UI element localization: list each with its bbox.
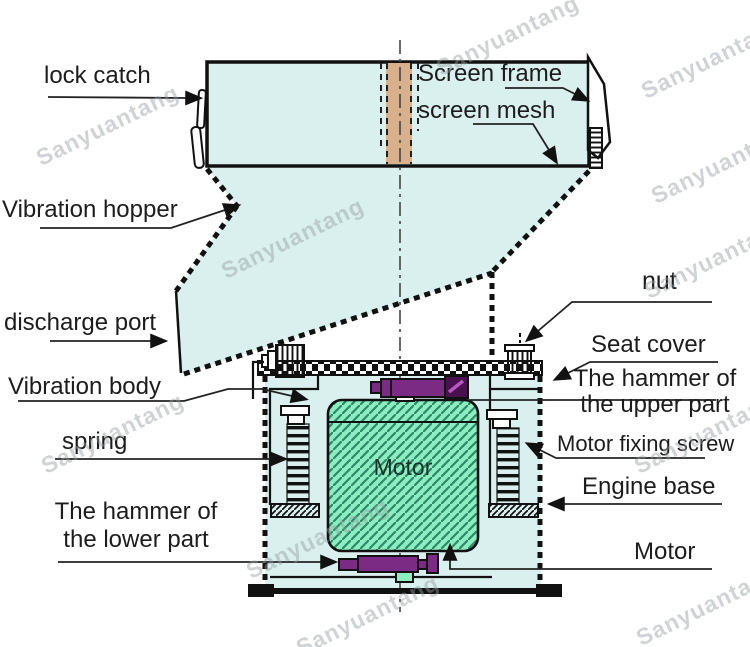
spring-right-shape	[496, 427, 520, 505]
discharge-port-edge	[174, 290, 183, 374]
dotted-outlines	[173, 167, 591, 586]
engine-base-shape	[248, 584, 562, 597]
label-vibration-body: Vibration body	[8, 373, 161, 400]
label-hammer-lower-line2: the lower part	[63, 526, 209, 553]
label-motor-fixing-screw: Motor fixing screw	[557, 431, 735, 456]
label-screen-mesh: screen mesh	[418, 97, 556, 124]
screen-mesh-strip	[386, 63, 412, 164]
upper-hammer-shape	[370, 375, 469, 402]
seat-cover-shape	[257, 360, 543, 376]
label-hammer-lower: The hammer of the lower part	[36, 498, 236, 554]
label-screen-frame: Screen frame	[418, 60, 563, 87]
lower-hammer-shape	[338, 553, 439, 583]
label-lock-catch: lock catch	[44, 62, 151, 89]
motor-shape	[326, 398, 480, 553]
mesh-guide-lines	[380, 63, 419, 164]
label-discharge-port: discharge port	[4, 309, 157, 336]
frame-right-hinge	[589, 127, 603, 169]
label-motor-side: Motor	[634, 538, 696, 565]
label-vibration-hopper: Vibration hopper	[2, 196, 178, 223]
spring-left-shape	[286, 423, 310, 505]
lock-catch-shape	[190, 89, 207, 169]
label-motor-block: Motor	[373, 454, 433, 480]
leader-lines	[18, 86, 722, 570]
label-engine-base: Engine base	[582, 473, 716, 500]
spring-base-left	[270, 503, 320, 518]
label-hammer-upper-line1: The hammer of	[573, 365, 737, 392]
nut-shape	[504, 344, 535, 380]
label-seat-cover: Seat cover	[591, 331, 706, 358]
left-mount-bolt	[261, 344, 305, 378]
label-hammer-upper: The hammer of the upper part	[560, 366, 750, 418]
label-nut: nut	[642, 267, 677, 295]
vibration-hopper-shape	[176, 168, 590, 374]
label-spring: spring	[62, 428, 128, 455]
spring-base-right	[488, 503, 539, 518]
label-hammer-lower-line1: The hammer of	[54, 498, 218, 525]
label-hammer-upper-line2: the upper part	[580, 391, 730, 418]
